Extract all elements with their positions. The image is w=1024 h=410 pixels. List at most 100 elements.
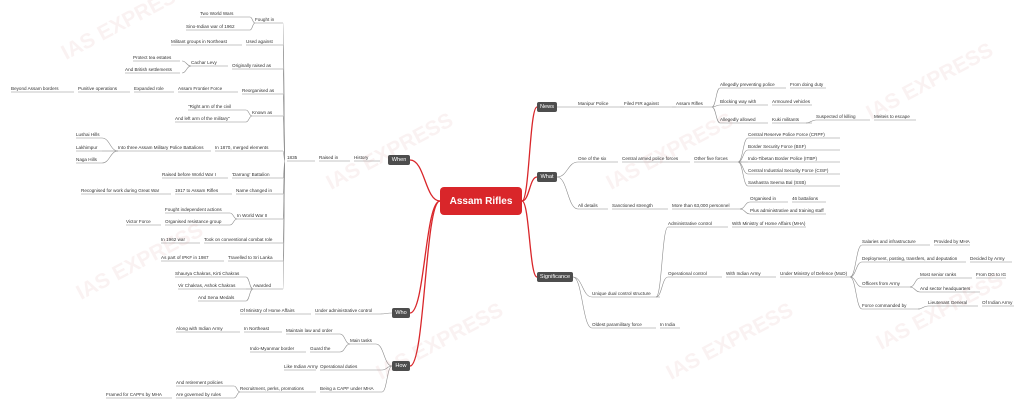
node[interactable]: Punitive operations: [78, 86, 118, 91]
node[interactable]: Protect tea estates: [133, 55, 172, 60]
node[interactable]: With Indian Army: [726, 271, 761, 276]
node[interactable]: From DG to IG: [976, 272, 1007, 277]
node[interactable]: Militant groups in Northeast: [171, 39, 227, 44]
node[interactable]: Main tasks: [350, 338, 372, 343]
category-how[interactable]: How: [392, 361, 410, 371]
category-what[interactable]: What: [537, 172, 557, 182]
category-significance[interactable]: Significance: [537, 272, 573, 282]
node[interactable]: Armoured vehicles: [772, 99, 811, 104]
node[interactable]: 'Darrang' Battalion: [232, 172, 270, 177]
node[interactable]: 1917 to Assam Rifles: [175, 188, 219, 193]
central-topic[interactable]: Assam Rifles: [440, 187, 522, 215]
node[interactable]: And British settlements: [125, 67, 172, 72]
node[interactable]: In Northeast: [244, 326, 270, 331]
node[interactable]: Lushai Hills: [76, 132, 100, 137]
node[interactable]: Framed for CAPFs by MHA: [106, 392, 162, 397]
node[interactable]: Took on conventional combat role: [204, 237, 273, 242]
node[interactable]: Into three Assam Military Police Battali…: [118, 145, 204, 150]
force-item[interactable]: Central Industrial Security Force (CISF): [748, 168, 829, 173]
node[interactable]: Like Indian Army: [284, 364, 318, 369]
node[interactable]: Recruitment, perks, promotions: [240, 386, 304, 391]
node[interactable]: Beyond Assam borders: [11, 86, 59, 91]
node[interactable]: Name changed in: [236, 188, 273, 193]
node[interactable]: Decided by Army: [970, 256, 1005, 261]
node[interactable]: Of Indian Army: [982, 300, 1013, 305]
node[interactable]: With Ministry of Home Affairs (MHA): [732, 221, 806, 226]
node[interactable]: Reorganised as: [242, 88, 275, 93]
node[interactable]: Lieutenant General: [928, 300, 968, 305]
node[interactable]: Under Ministry of Defence (MoD): [780, 271, 848, 276]
node[interactable]: History: [354, 155, 369, 160]
node[interactable]: Guard the: [310, 346, 331, 351]
node[interactable]: Raised before World War I: [162, 172, 216, 177]
node[interactable]: Organised in: [750, 196, 777, 201]
node[interactable]: Most senior ranks: [920, 272, 957, 277]
node[interactable]: Sanctioned strength: [612, 203, 653, 208]
node[interactable]: Victor Force: [126, 219, 151, 224]
node[interactable]: Raised in: [319, 155, 339, 160]
node[interactable]: Of Ministry of Home Affairs: [240, 308, 295, 313]
node[interactable]: Assam Frontier Force: [178, 86, 223, 91]
force-item[interactable]: Indo-Tibetan Border Police (ITBP): [748, 156, 818, 161]
node[interactable]: Are governed by rules: [176, 392, 221, 397]
node[interactable]: In 1962 war: [161, 237, 186, 242]
node[interactable]: As part of IPKF in 1987: [161, 255, 209, 260]
category-when[interactable]: When: [388, 155, 410, 165]
node[interactable]: Sino-Indian war of 1962: [186, 24, 235, 29]
node[interactable]: Lakhimpur: [76, 145, 98, 150]
node[interactable]: Blocking way with: [720, 99, 757, 104]
node[interactable]: Meiteis to escape: [874, 114, 910, 119]
node[interactable]: Known as: [252, 110, 273, 115]
node[interactable]: And left arm of the military": [175, 116, 230, 121]
node[interactable]: 1835: [287, 155, 298, 160]
node[interactable]: Fought independent actions: [165, 207, 222, 212]
category-news[interactable]: News: [537, 102, 557, 112]
force-item[interactable]: Sashastra Seema Bal (SSB): [748, 180, 806, 185]
node[interactable]: In World War II: [237, 213, 268, 218]
node[interactable]: Operational duties: [320, 364, 358, 369]
force-item[interactable]: Central Reserve Police Force (CRPF): [748, 132, 825, 137]
node[interactable]: Central armed police forces: [622, 156, 679, 161]
node[interactable]: Expanded role: [134, 86, 164, 91]
node[interactable]: In 1870, merged elements: [215, 145, 269, 150]
force-item[interactable]: Border Security Force (BSF): [748, 144, 806, 149]
node[interactable]: Force commanded by: [862, 303, 907, 308]
node[interactable]: Provided by MHA: [934, 239, 970, 244]
node[interactable]: From doing duty: [790, 82, 824, 87]
node[interactable]: Travelled to Sri Lanka: [228, 255, 273, 260]
node[interactable]: Along with Indian Army: [176, 326, 223, 331]
node[interactable]: Filed FIR against: [624, 101, 659, 106]
node[interactable]: Recognised for work during Great War: [81, 188, 160, 193]
node[interactable]: Allegedly allowed: [720, 117, 756, 122]
node[interactable]: Manipur Police: [578, 101, 609, 106]
node[interactable]: Awarded: [253, 283, 272, 288]
node[interactable]: Salaries and infrastructure: [862, 239, 916, 244]
node[interactable]: Administrative control: [668, 221, 712, 226]
node[interactable]: Other five forces: [694, 156, 728, 161]
node[interactable]: Shaurya Chakras, Kirti Chakras: [175, 271, 240, 276]
node[interactable]: Oldest paramilitary force: [592, 322, 642, 327]
node[interactable]: Vir Chakras, Ashok Chakras: [178, 283, 236, 288]
node[interactable]: Officers from Army: [862, 281, 900, 286]
node[interactable]: Under administrative control: [315, 308, 373, 313]
node[interactable]: One of the six: [578, 156, 607, 161]
node[interactable]: Kuki militants: [772, 117, 800, 122]
node[interactable]: Suspected of killing: [816, 114, 856, 119]
node[interactable]: In India: [660, 322, 676, 327]
node[interactable]: Naga Hills: [76, 157, 97, 162]
node[interactable]: Originally raised as: [232, 63, 272, 68]
node[interactable]: Indo-Myanmar border: [250, 346, 295, 351]
node[interactable]: Unique dual control structure: [592, 291, 651, 296]
node[interactable]: Used against: [246, 39, 273, 44]
category-who[interactable]: Who: [392, 308, 410, 318]
node[interactable]: Plus administrative and training staff: [750, 208, 824, 213]
node[interactable]: And retirement policies: [176, 380, 223, 385]
node[interactable]: Allegedly preventing police: [720, 82, 775, 87]
node[interactable]: More than 63,000 personnel: [672, 203, 730, 208]
node[interactable]: Operational control: [668, 271, 707, 276]
node[interactable]: Assam Rifles: [676, 101, 703, 106]
node[interactable]: "Right arm of the civil: [188, 104, 232, 109]
node[interactable]: All details: [578, 203, 598, 208]
node[interactable]: Deployment, posting, transfers, and depu…: [862, 256, 958, 261]
node[interactable]: Two World Wars: [200, 11, 234, 16]
